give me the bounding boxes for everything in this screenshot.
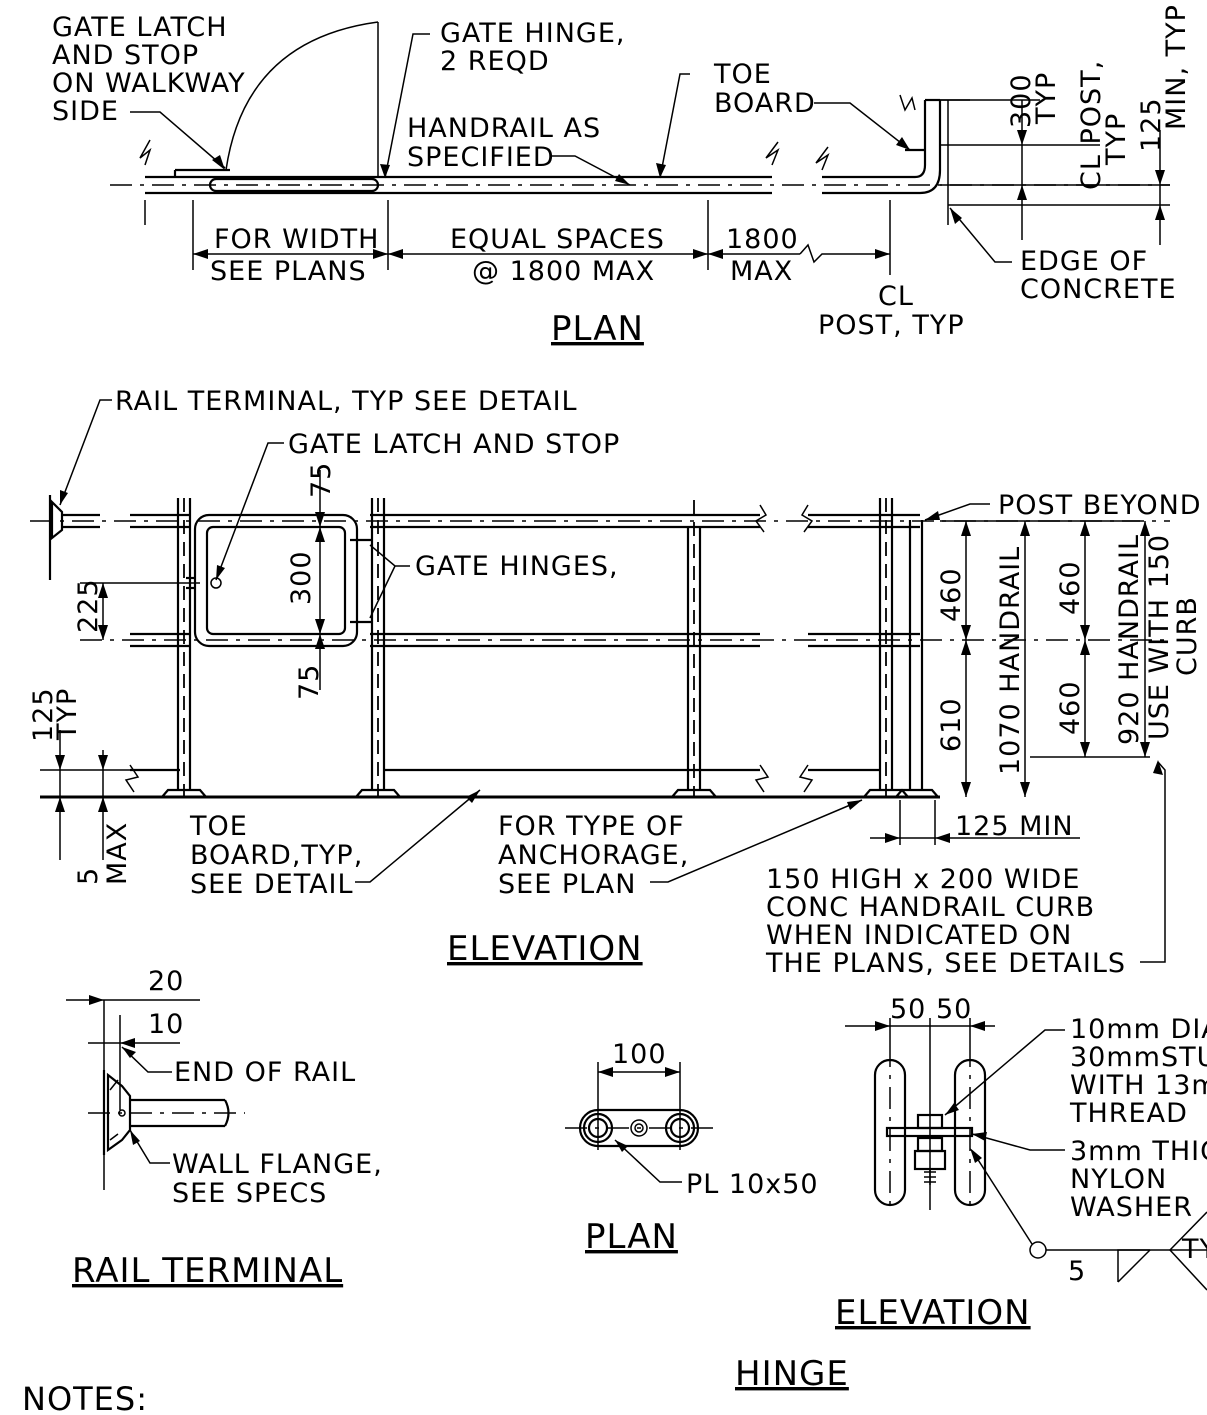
elev-toe-board-label-1: TOE [189,811,248,842]
elev-dim-460-c: 460 [1055,680,1086,735]
elev-dim-75-top: 75 [306,462,337,498]
elev-dim-225: 225 [73,578,104,633]
elev-post-beyond-label: POST BEYOND [998,490,1202,521]
elev-curb-note-3: WHEN INDICATED ON [766,920,1072,951]
elev-anchorage-label-3: SEE PLAN [498,869,636,900]
hinge-elev-stud-1: 10mm DIA [1070,1014,1207,1045]
elev-gate-latch-stop-label: GATE LATCH AND STOP [288,429,620,460]
plan-cl-label: CL [878,281,914,312]
plan-edge-concrete-label-1: EDGE OF [1020,246,1148,277]
hinge-elev-weld-typ: TY [1181,1234,1207,1265]
elev-rail-terminal-label: RAIL TERMINAL, TYP SEE DETAIL [115,386,578,417]
plan-width-label-1: FOR WIDTH [214,224,379,255]
plan-post-typ-label: POST, TYP [818,310,965,341]
plan-equal-spaces-label-2: @ 1800 MAX [472,256,655,287]
hinge-elev-dim-50-50: 50 50 [890,994,972,1025]
elev-dim-460-a: 460 [936,567,967,622]
elev-dim-125-typ: TYP [52,688,83,741]
rail-terminal-title: RAIL TERMINAL [72,1251,343,1291]
plan-dim-typ: TYP [1031,72,1062,125]
elev-anchorage-label-2: ANCHORAGE, [498,840,689,871]
hinge-plan-plate-label: PL 10x50 [686,1169,819,1200]
hinge-elev-stud-3: WITH 13m [1070,1070,1207,1101]
plan-handrail-label-2: SPECIFIED [407,142,555,173]
plan-dim-min-typ: MIN, TYP [1161,4,1192,130]
notes-title: NOTES: [22,1380,148,1415]
hinge-elev-washer-2: NYLON [1070,1164,1167,1195]
hinge-plan-dim-100: 100 [612,1039,667,1070]
plan-cl-post-label-2: TYP [1101,113,1132,166]
plan-dim-1800-max: MAX [730,256,793,287]
hinge-plan-title: PLAN [585,1217,678,1257]
hinge-plan-detail: 100 PL 10x50 PLAN [565,1039,819,1257]
plan-toe-board-label-2: BOARD [714,88,816,119]
plan-gate-latch-label-1: GATE LATCH [52,12,228,43]
plan-gate-hinge-label-1: GATE HINGE, [440,18,625,49]
elev-dim-125: 125 [28,687,59,742]
hinge-elevation-detail: 50 50 10mm DIA 30mmSTU WITH 13m THREAD 3… [835,994,1207,1333]
elev-toe-board-label-2: BOARD,TYP, [190,840,363,871]
plan-title: PLAN [551,309,644,349]
hinge-title: HINGE [735,1354,849,1394]
rail-terminal-end-of-rail: END OF RAIL [174,1057,356,1088]
plan-gate-latch-label-4: SIDE [52,96,119,127]
plan-edge-concrete-label-2: CONCRETE [1020,274,1177,305]
elev-dim-920: 920 HANDRAIL [1114,534,1145,745]
elev-dim-300: 300 [286,550,317,605]
rail-terminal-dim-10: 10 [148,1009,184,1040]
hinge-elev-washer-3: WASHER [1070,1192,1193,1223]
elev-dim-610: 610 [936,697,967,752]
elevation-view: RAIL TERMINAL, TYP SEE DETAIL GATE LATCH… [28,386,1203,979]
elev-dim-75-bottom: 75 [294,664,325,700]
hinge-elevation-title: ELEVATION [835,1293,1031,1333]
rail-terminal-wall-flange-1: WALL FLANGE, [172,1149,383,1180]
elev-dim-5: 5 [73,867,104,885]
hinge-elev-stud-2: 30mmSTU [1070,1042,1207,1073]
elev-dim-5-max: MAX [102,822,133,885]
elev-toe-board-label-3: SEE DETAIL [190,869,354,900]
plan-dim-300: 300 [1006,73,1037,128]
plan-gate-latch-label-2: AND STOP [52,40,199,71]
rail-terminal-dim-20: 20 [148,966,184,997]
elev-dim-1070: 1070 HANDRAIL [995,546,1026,775]
plan-handrail-label-1: HANDRAIL AS [407,113,601,144]
elev-use-with-label-1: USE WITH 150 [1144,534,1175,740]
hinge-elev-weld-size: 5 [1068,1256,1086,1287]
plan-gate-hinge-label-2: 2 REQD [440,46,550,77]
elev-curb-note-4: THE PLANS, SEE DETAILS [765,948,1126,979]
plan-dim-125: 125 [1136,97,1167,152]
elev-gate-hinges-label: GATE HINGES, [415,551,619,582]
plan-cl-post-label-1: CL POST, [1076,60,1107,190]
elev-curb-note-2: CONC HANDRAIL CURB [766,892,1095,923]
elev-dim-125-min: 125 MIN [955,811,1074,842]
plan-toe-board-label-1: TOE [713,59,772,90]
rail-terminal-wall-flange-2: SEE SPECS [172,1178,327,1209]
hinge-elev-washer-1: 3mm THIC [1070,1136,1207,1167]
plan-equal-spaces-label-1: EQUAL SPACES [450,224,665,255]
elev-anchorage-label-1: FOR TYPE OF [498,811,685,842]
plan-dim-1800: 1800 [726,224,799,255]
elev-dim-460-b: 460 [1055,560,1086,615]
elev-curb-note-1: 150 HIGH x 200 WIDE [766,864,1080,895]
elev-use-with-label-2: CURB [1172,596,1203,676]
plan-width-label-2: SEE PLANS [210,256,367,287]
elevation-title: ELEVATION [447,929,643,969]
rail-terminal-detail: 20 10 END OF RAIL WALL FLANGE, SEE SPECS… [66,966,383,1291]
hinge-elev-stud-4: THREAD [1069,1098,1188,1129]
plan-gate-latch-label-3: ON WALKWAY [52,68,246,99]
plan-view: GATE LATCH AND STOP ON WALKWAY SIDE GATE… [52,4,1192,349]
